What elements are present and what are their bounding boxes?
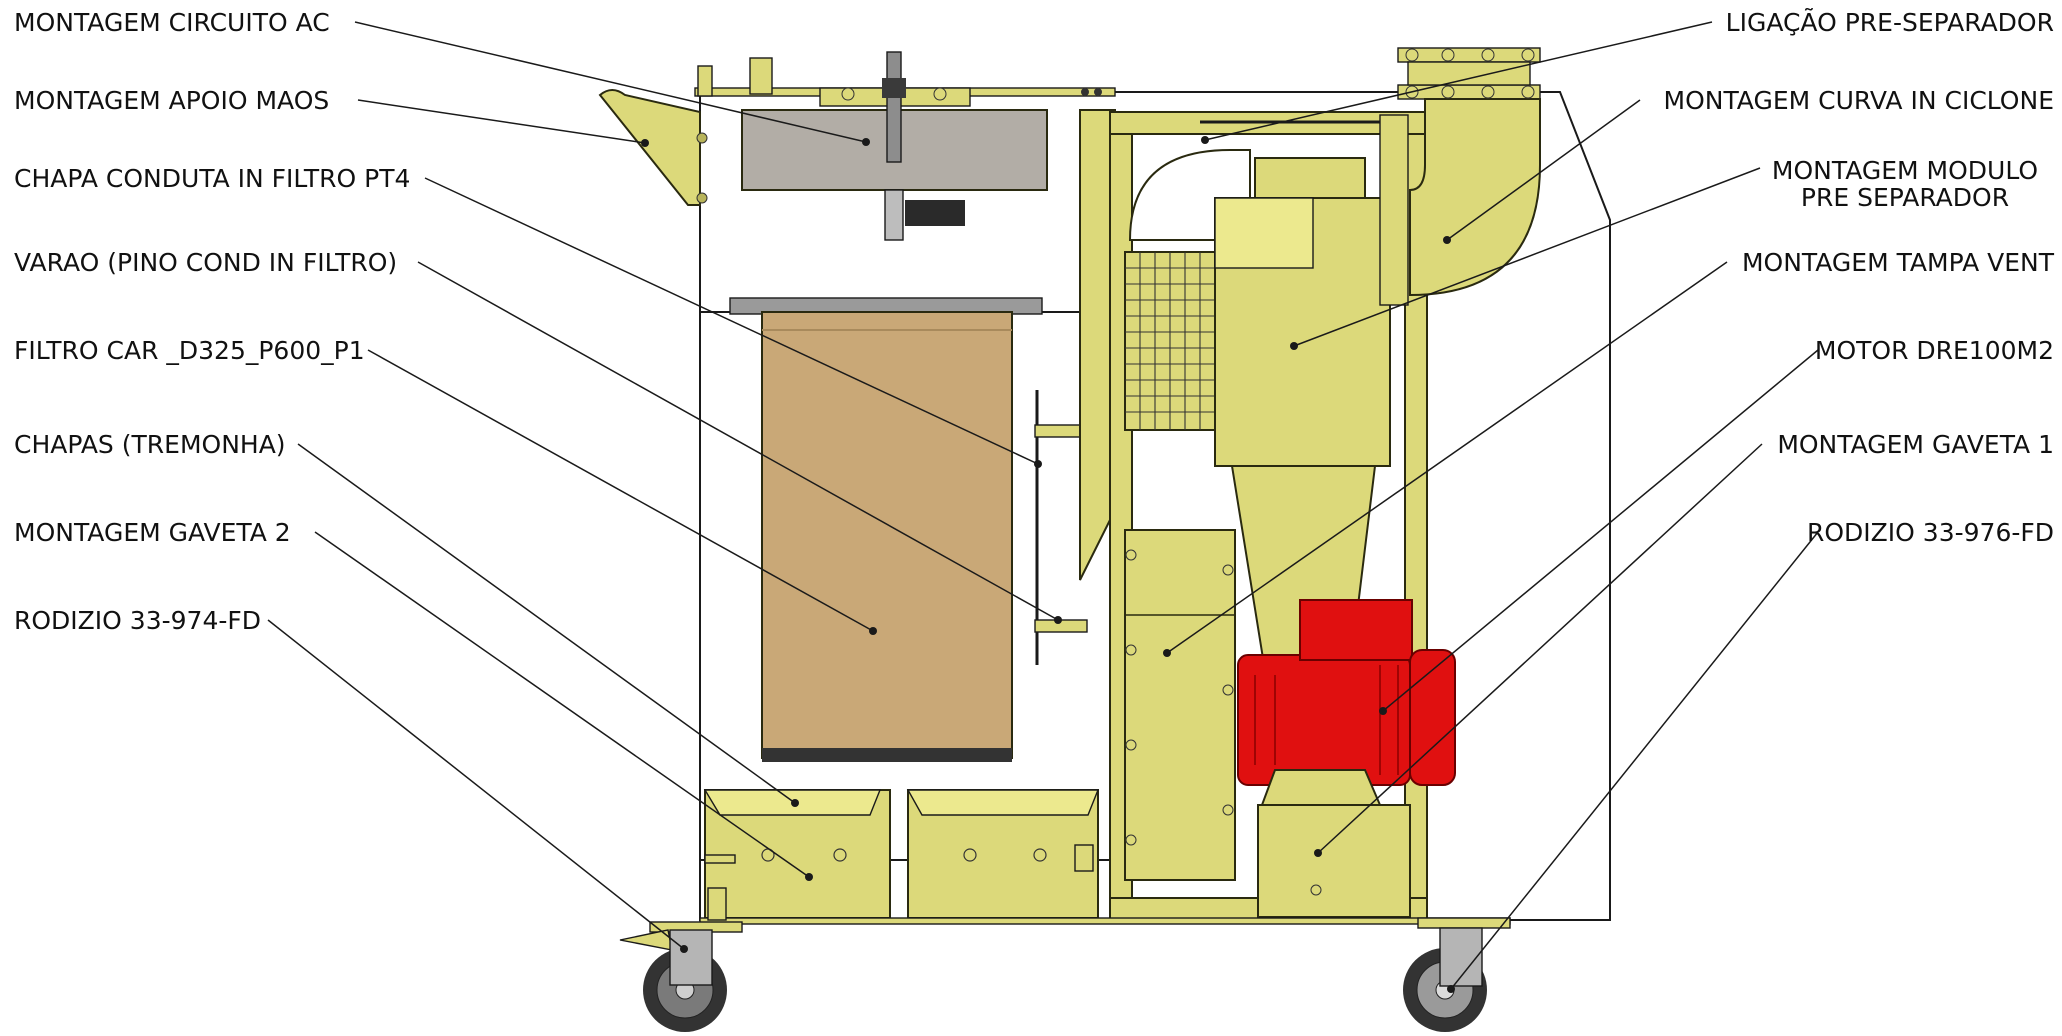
leader-lines: [267, 21, 1819, 993]
label-caster-right: RODIZIO 33-976-FD: [1807, 518, 2054, 547]
label-duct-plate: CHAPA CONDUTA IN FILTRO PT4: [14, 164, 410, 193]
motor: [1237, 599, 1456, 786]
label-cyclone-inlet-curve: MONTAGEM CURVA IN CICLONE: [1664, 86, 2054, 115]
label-guide-rod: VARAO (PINO COND IN FILTRO): [14, 248, 397, 277]
caster-left: [619, 887, 743, 1032]
drawer-1: [1257, 769, 1411, 918]
hand-support: [598, 89, 708, 206]
hopper-plates: [906, 789, 1100, 919]
labels-left: MONTAGEM CIRCUITO AC MONTAGEM APOIO MAOS…: [14, 8, 410, 635]
label-ac-circuit: MONTAGEM CIRCUITO AC: [14, 8, 330, 37]
label-motor: MOTOR DRE100M2: [1815, 336, 2054, 365]
label-drawer-2: MONTAGEM GAVETA 2: [14, 518, 291, 547]
ac-circuit-assembly: [694, 51, 1116, 241]
label-hand-support: MONTAGEM APOIO MAOS: [14, 86, 329, 115]
base-rail: [699, 917, 1511, 925]
drawer-2: [703, 789, 891, 919]
label-pre-separator-link: LIGAÇÃO PRE-SEPARADOR: [1726, 7, 2054, 37]
label-fan-cover: MONTAGEM TAMPA VENT: [1742, 248, 2055, 277]
label-filter: FILTRO CAR _D325_P600_P1: [14, 336, 365, 365]
labels-right: LIGAÇÃO PRE-SEPARADOR MONTAGEM CURVA IN …: [1664, 7, 2055, 547]
label-hopper-plates: CHAPAS (TREMONHA): [14, 430, 286, 459]
label-pre-separator-module-1: MONTAGEM MODULO: [1772, 156, 2038, 185]
label-caster-left: RODIZIO 33-974-FD: [14, 606, 261, 635]
fan-cover: [1124, 529, 1236, 881]
label-drawer-1: MONTAGEM GAVETA 1: [1777, 430, 2054, 459]
label-pre-separator-module-2: PRE SEPARADOR: [1801, 183, 2009, 212]
pre-separator-inlet: [1200, 47, 1541, 306]
guide-rod: [1034, 390, 1088, 665]
cartridge-filter: [729, 297, 1043, 762]
machine: [598, 47, 1611, 1032]
